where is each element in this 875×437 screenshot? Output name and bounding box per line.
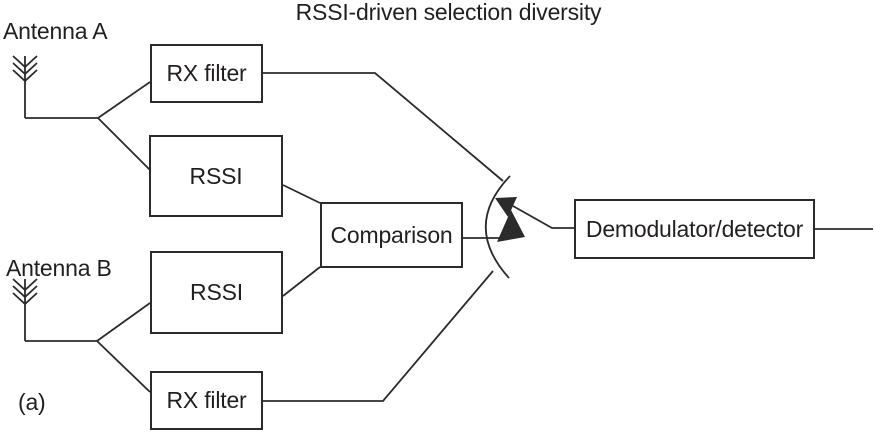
wire-antenna-b-to-rssi-b [96,302,151,342]
block-comparison-label: Comparison [330,221,453,248]
wire-antenna-b-to-rx-filter-b [96,340,151,393]
wire-rx-filter-b-to-switch [263,270,494,402]
block-rssi-b-label: RSSI [190,279,243,305]
antenna-b-label: Antenna B [6,255,112,281]
switch-travel-arc [484,175,511,279]
comparison-control-arrowhead [497,210,525,242]
block-rssi-b: RSSI [150,251,283,334]
antenna-a-label: Antenna A [3,18,108,44]
selector-switch-icon [484,175,574,279]
figure-label: (a) [18,389,46,415]
block-rssi-a-label: RSSI [189,162,243,189]
switch-wiper-arrowhead [495,197,517,217]
block-comparison: Comparison [320,202,463,268]
block-rssi-a: RSSI [149,135,283,217]
block-rx-filter-b: RX filter [150,371,263,430]
block-demodulator: Demodulator/detector [574,199,815,259]
block-rx-filter-b-label: RX filter [166,387,247,413]
wire-rx-filter-a-to-switch [263,72,504,182]
switch-wiper-line [512,205,574,229]
block-rx-filter-a-label: RX filter [166,60,247,86]
diagram-title: RSSI-driven selection diversity [295,0,602,25]
block-rx-filter-a: RX filter [150,44,263,103]
antenna-a-icon [12,55,38,118]
block-demodulator-label: Demodulator/detector [585,215,804,242]
wire-antenna-a-to-rssi-a [97,117,151,171]
wire-rssi-a-to-comparison [282,184,321,204]
antenna-b-icon [12,278,38,341]
wire-antenna-a-to-rx-filter-a [97,81,151,119]
wire-rssi-b-to-comparison [282,266,321,297]
